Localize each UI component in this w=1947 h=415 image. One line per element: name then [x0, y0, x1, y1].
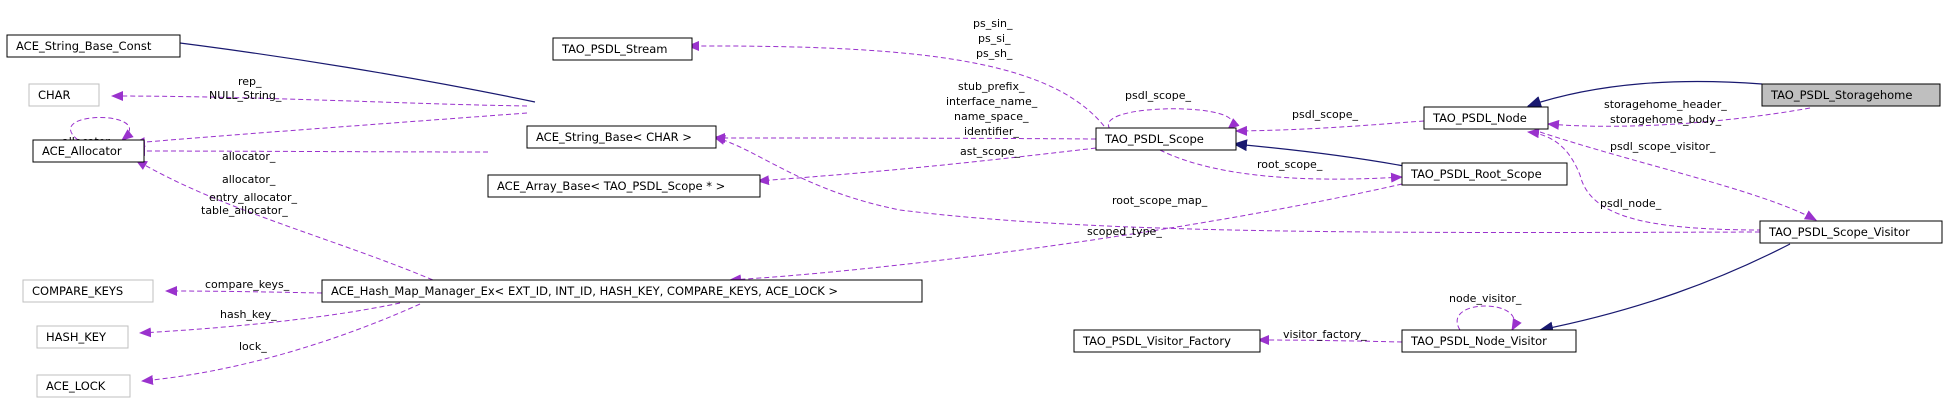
- svg-text:TAO_PSDL_Stream: TAO_PSDL_Stream: [561, 42, 667, 56]
- svg-text:TAO_PSDL_Node: TAO_PSDL_Node: [1432, 111, 1527, 125]
- edge-root-scope-to-scope: [1233, 139, 1405, 167]
- label-name-space: name_space_: [954, 110, 1029, 123]
- node-ace-allocator[interactable]: ACE_Allocator: [32, 139, 145, 163]
- label-table-allocator: table_allocator_: [201, 204, 288, 217]
- label-stub-prefix: stub_prefix_: [958, 80, 1025, 93]
- edge-scope-visitor-to-node-visitor: [1539, 243, 1791, 334]
- node-compare-keys[interactable]: COMPARE_KEYS: [22, 279, 154, 303]
- svg-text:TAO_PSDL_Node_Visitor: TAO_PSDL_Node_Visitor: [1410, 334, 1547, 348]
- edge-root-scope-to-hashmap: [729, 183, 1403, 285]
- node-ace-hash-map-manager-ex[interactable]: ACE_Hash_Map_Manager_Ex< EXT_ID, INT_ID,…: [321, 279, 923, 303]
- node-ace-array-base-scope[interactable]: ACE_Array_Base< TAO_PSDL_Scope * >: [487, 174, 761, 198]
- node-char[interactable]: CHAR: [28, 83, 100, 107]
- label-psdl-scope-visitor: psdl_scope_visitor_: [1610, 140, 1716, 153]
- edge-labels: allocator_ rep_ NULL_String_ allocator_ …: [62, 17, 1727, 353]
- edge-array-base-to-allocator: [133, 146, 489, 157]
- label-storagehome-body: storagehome_body_: [1610, 113, 1722, 126]
- edge-node-to-scope: [1235, 120, 1425, 136]
- svg-text:ACE_Allocator: ACE_Allocator: [42, 144, 122, 158]
- label-ps-sh: ps_sh_: [976, 47, 1013, 60]
- edge-string-base-to-char: [111, 91, 528, 107]
- label-ps-si: ps_si_: [978, 32, 1011, 45]
- edge-scope-to-array-base: [757, 147, 1097, 186]
- edge-scope-to-stream: [687, 40, 1105, 127]
- label-hash-key: hash_key_: [220, 308, 277, 321]
- edge-scope-visitor-to-node: [1527, 128, 1763, 231]
- edge-allocator-self-loop: [69, 117, 134, 141]
- svg-text:ACE_Hash_Map_Manager_Ex< EXT_I: ACE_Hash_Map_Manager_Ex< EXT_ID, INT_ID,…: [331, 284, 838, 298]
- label-visitor-factory: visitor_factory_: [1283, 328, 1367, 341]
- label-psdl-scope-node: psdl_scope_: [1292, 108, 1359, 121]
- node-tao-psdl-root-scope[interactable]: TAO_PSDL_Root_Scope: [1401, 162, 1568, 186]
- edge-hashmap-to-allocator: [135, 159, 441, 284]
- label-node-visitor: node_visitor_: [1449, 292, 1522, 305]
- svg-text:ACE_String_Base< CHAR >: ACE_String_Base< CHAR >: [536, 130, 692, 144]
- node-hash-key[interactable]: HASH_KEY: [36, 325, 129, 349]
- svg-text:TAO_PSDL_Scope: TAO_PSDL_Scope: [1104, 132, 1204, 146]
- label-storagehome-header: storagehome_header_: [1604, 98, 1727, 111]
- edge-node-visitor-self-loop: [1456, 305, 1522, 331]
- node-tao-psdl-scope-visitor[interactable]: TAO_PSDL_Scope_Visitor: [1759, 220, 1943, 244]
- node-tao-psdl-node-visitor[interactable]: TAO_PSDL_Node_Visitor: [1401, 329, 1577, 353]
- label-root-scope: root_scope_: [1257, 158, 1323, 171]
- label-psdl-scope-self: psdl_scope_: [1125, 89, 1192, 102]
- label-root-scope-map: root_scope_map_: [1112, 194, 1208, 207]
- label-scoped-type: scoped_type_: [1087, 225, 1162, 238]
- label-ps-sin: ps_sin_: [973, 17, 1013, 30]
- edge-storagehome-usage-node: [1547, 107, 1811, 130]
- node-ace-string-base-const[interactable]: ACE_String_Base_Const: [6, 34, 181, 58]
- edge-node-to-scope-visitor: [1539, 131, 1817, 221]
- edges: [69, 34, 1817, 385]
- label-rep: rep_: [238, 75, 262, 88]
- svg-text:TAO_PSDL_Scope_Visitor: TAO_PSDL_Scope_Visitor: [1768, 225, 1910, 239]
- label-interface-name: interface_name_: [946, 95, 1038, 108]
- label-psdl-node: psdl_node_: [1600, 197, 1662, 210]
- edge-node-visitor-to-visitor-factory: [1257, 335, 1403, 346]
- label-entry-allocator: entry_allocator_: [209, 191, 298, 204]
- edge-string-base-to-allocator: [133, 112, 528, 148]
- svg-text:TAO_PSDL_Storagehome: TAO_PSDL_Storagehome: [1770, 88, 1912, 102]
- svg-text:TAO_PSDL_Root_Scope: TAO_PSDL_Root_Scope: [1410, 167, 1542, 181]
- node-ace-lock[interactable]: ACE_LOCK: [36, 374, 131, 398]
- label-ast-scope: ast_scope_: [960, 145, 1021, 158]
- edge-scope-to-string-base: [713, 133, 1097, 144]
- node-tao-psdl-visitor-factory[interactable]: TAO_PSDL_Visitor_Factory: [1073, 329, 1261, 353]
- label-allocator-string: allocator_: [222, 150, 276, 163]
- svg-text:ACE_String_Base_Const: ACE_String_Base_Const: [16, 39, 152, 53]
- edge-string-base-to-const: [147, 34, 536, 103]
- node-tao-psdl-node[interactable]: TAO_PSDL_Node: [1423, 106, 1549, 130]
- edge-storagehome-to-node: [1527, 80, 1763, 108]
- node-tao-psdl-stream[interactable]: TAO_PSDL_Stream: [552, 37, 693, 61]
- label-allocator-array: allocator_: [222, 173, 276, 186]
- svg-text:COMPARE_KEYS: COMPARE_KEYS: [32, 284, 123, 298]
- nodes: ACE_String_Base_Const CHAR ACE_Allocator…: [6, 34, 1943, 398]
- edge-scope-visitor-to-string-base: [713, 135, 1761, 234]
- edge-scope-self-loop: [1107, 108, 1240, 130]
- label-lock: lock_: [239, 340, 267, 353]
- svg-text:ACE_Array_Base< TAO_PSDL_Scope: ACE_Array_Base< TAO_PSDL_Scope * >: [497, 179, 725, 193]
- node-tao-psdl-scope[interactable]: TAO_PSDL_Scope: [1095, 127, 1237, 151]
- edge-hashmap-to-compare-keys: [165, 286, 323, 297]
- edge-scope-to-root-scope: [1159, 149, 1403, 183]
- label-identifier: identifier_: [964, 125, 1019, 138]
- svg-text:TAO_PSDL_Visitor_Factory: TAO_PSDL_Visitor_Factory: [1082, 334, 1231, 348]
- node-tao-psdl-storagehome[interactable]: TAO_PSDL_Storagehome: [1761, 83, 1941, 107]
- svg-text:CHAR: CHAR: [38, 88, 71, 102]
- node-ace-string-base-char[interactable]: ACE_String_Base< CHAR >: [526, 125, 717, 149]
- label-compare-keys: compare_keys_: [205, 278, 290, 291]
- svg-text:ACE_LOCK: ACE_LOCK: [46, 379, 106, 393]
- svg-text:HASH_KEY: HASH_KEY: [46, 330, 107, 344]
- edge-hashmap-to-hash-key: [139, 302, 401, 338]
- edge-hashmap-to-ace-lock: [141, 303, 421, 385]
- label-null-string: NULL_String_: [209, 89, 282, 102]
